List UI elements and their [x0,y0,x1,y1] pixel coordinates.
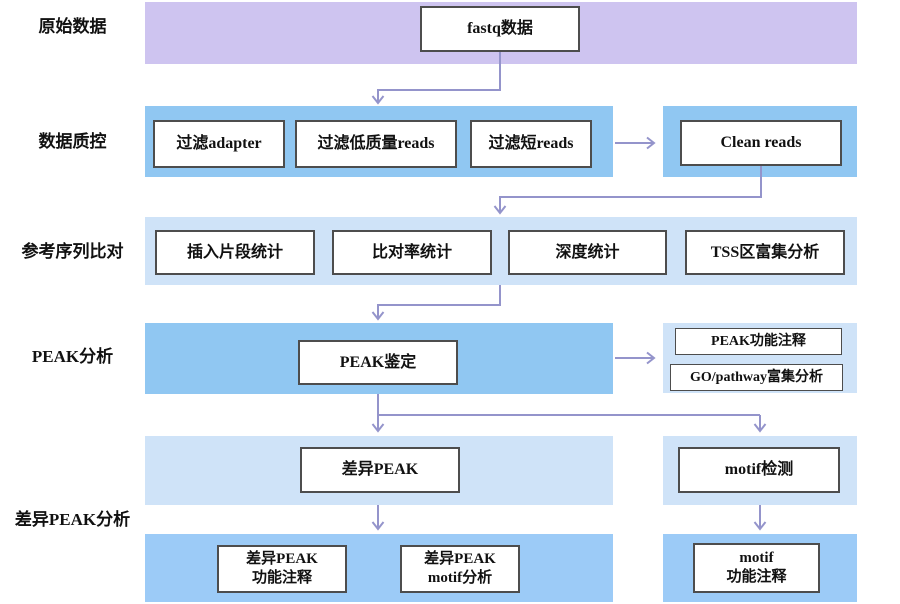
node-depth-stats: 深度统计 [508,230,667,275]
node-peak-calling-label: PEAK鉴定 [339,353,417,371]
node-clean-reads-label: Clean reads [720,134,802,151]
node-filter-short-reads: 过滤短reads [470,120,592,168]
node-tss-enrichment: TSS区富集分析 [685,230,845,275]
node-motif-annotation-line2: 功能注释 [726,569,787,585]
node-mapping-stats: 比对率统计 [332,230,492,275]
node-filter-adapter-label: 过滤adapter [176,135,262,152]
node-filter-short-reads-label: 过滤短reads [488,135,574,152]
node-diff-peak-annotation-line2: 功能注释 [251,570,312,586]
node-diff-peak-label: 差异PEAK [341,461,419,478]
node-tss-enrichment-label: TSS区富集分析 [710,243,820,261]
stage-label-peak-analysis: PEAK分析 [31,347,114,366]
stage-label-diff-peak: 差异PEAK分析 [14,510,131,529]
node-mapping-stats-label: 比对率统计 [371,243,452,261]
node-insert-stats-label: 插入片段统计 [186,243,283,261]
node-peak-annotation: PEAK功能注释 [675,328,842,355]
node-diff-peak-annotation-line1: 差异PEAK [246,551,318,568]
stage-label-raw-data: 原始数据 [38,17,107,36]
node-diff-peak-motif-line2: motif分析 [427,570,493,586]
node-motif-annotation-line1: motif [739,550,774,567]
node-diff-peak-annotation: 差异PEAK 功能注释 [217,545,347,593]
arrow-alignment-to-peak [371,285,501,321]
node-peak-annotation-label: PEAK功能注释 [711,333,806,349]
node-insert-stats: 插入片段统计 [155,230,315,275]
stage-label-alignment: 参考序列比对 [21,242,124,261]
node-diff-peak-motif: 差异PEAK motif分析 [400,545,520,593]
node-fastq-data: fastq数据 [420,6,580,52]
node-depth-stats-label: 深度统计 [555,243,620,261]
node-fastq-label: fastq数据 [467,20,533,37]
node-diff-peak: 差异PEAK [300,447,460,493]
node-clean-reads: Clean reads [680,120,842,166]
node-peak-calling: PEAK鉴定 [298,340,458,385]
stage-label-data-qc: 数据质控 [38,132,107,151]
node-filter-low-quality-label: 过滤低质量reads [317,135,435,152]
node-filter-adapter: 过滤adapter [153,120,285,168]
node-go-pathway-enrichment: GO/pathway富集分析 [670,364,843,391]
node-motif-detect-label: motif检测 [724,461,794,478]
band-final-left [145,534,613,602]
node-diff-peak-motif-line1: 差异PEAK [424,551,496,568]
node-motif-detect: motif检测 [678,447,840,493]
node-filter-low-quality: 过滤低质量reads [295,120,457,168]
node-go-pathway-enrichment-label: GO/pathway富集分析 [689,369,823,385]
node-motif-annotation: motif 功能注释 [693,543,820,593]
